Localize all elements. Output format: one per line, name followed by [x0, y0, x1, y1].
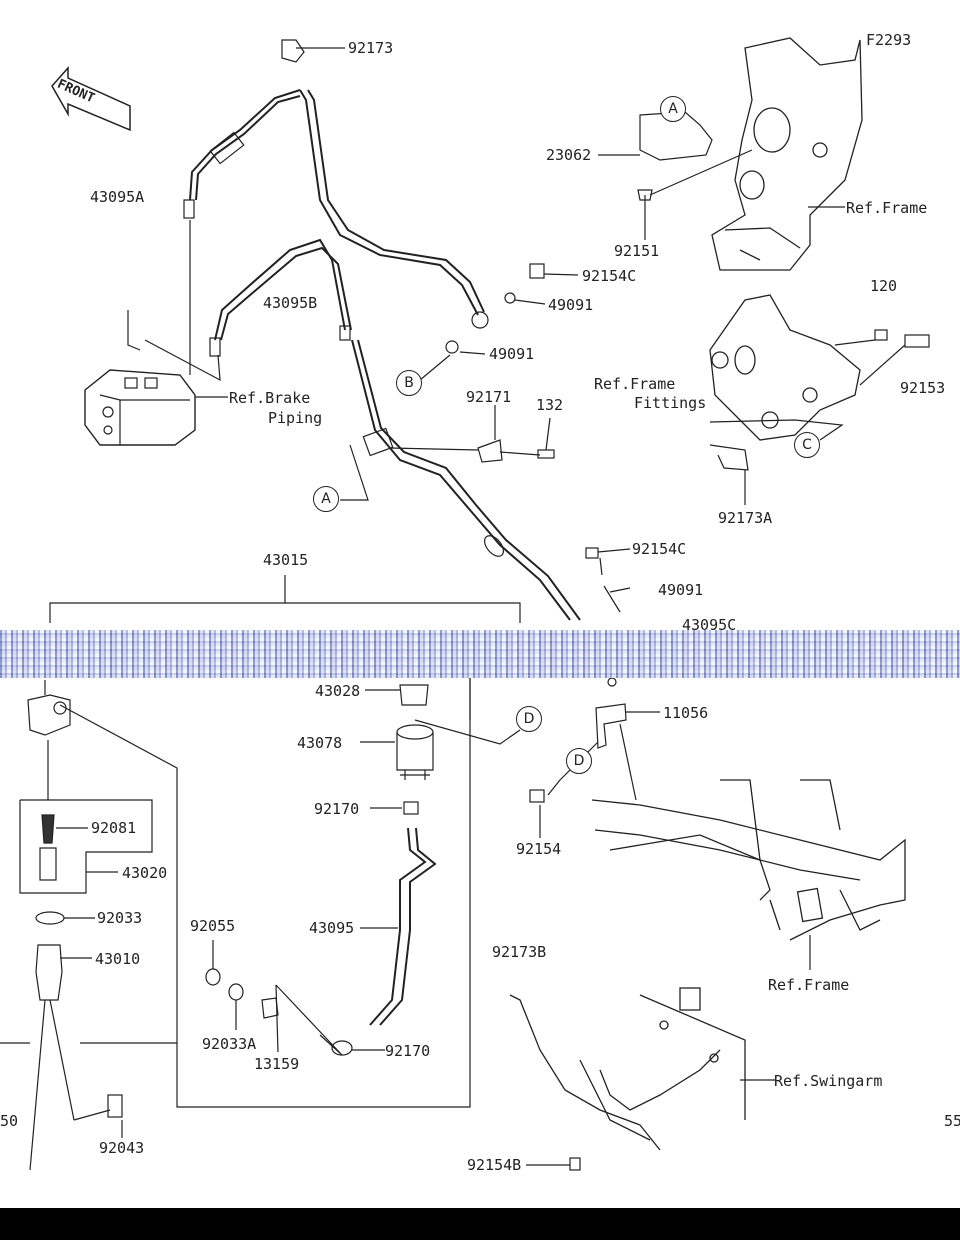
callout-c: C: [794, 432, 820, 458]
callout-d-lower: D: [566, 748, 592, 774]
label-92033a: 92033A: [202, 1035, 257, 1053]
clamp-92173: [281, 39, 305, 63]
label-ref-brake-2: Piping: [268, 409, 323, 427]
label-132: 132: [536, 396, 564, 414]
label-92081: 92081: [91, 819, 137, 837]
frame-upper: [711, 37, 863, 271]
callout-d-top: D: [516, 706, 542, 732]
label-92170-2: 92170: [385, 1042, 431, 1060]
label-92154: 92154: [516, 840, 562, 858]
callout-a-top: A: [660, 96, 686, 122]
footer-bar: [0, 1208, 960, 1240]
label-92173b: 92173B: [492, 943, 547, 961]
label-92153: 92153: [900, 379, 946, 397]
label-ref-brake-1: Ref.Brake: [229, 389, 311, 407]
label-13159: 13159: [254, 1055, 300, 1073]
label-49091-2: 49091: [489, 345, 535, 363]
label-43095a: 43095A: [90, 188, 145, 206]
label-edge-right: 55: [944, 1112, 960, 1130]
label-ref-frame-fittings-2: Fittings: [634, 394, 707, 412]
label-92173: 92173: [348, 39, 394, 57]
frame-lower: [591, 779, 906, 941]
label-92151: 92151: [614, 242, 660, 260]
label-11056: 11056: [663, 704, 709, 722]
label-92033: 92033: [97, 909, 143, 927]
label-120: 120: [870, 277, 898, 295]
label-ref-swingarm: Ref.Swingarm: [774, 1072, 883, 1090]
label-92170-1: 92170: [314, 800, 360, 818]
label-43095c: 43095C: [682, 616, 737, 634]
label-43028: 43028: [315, 682, 361, 700]
label-92055: 92055: [190, 917, 236, 935]
label-92154c-1: 92154C: [582, 267, 637, 285]
swingarm: [509, 987, 746, 1151]
label-49091-3: 49091: [658, 581, 704, 599]
label-92043: 92043: [99, 1139, 145, 1157]
label-92154b: 92154B: [467, 1156, 522, 1174]
label-edge-left: 50: [0, 1112, 19, 1130]
diagram-code: F2293: [866, 31, 912, 49]
reservoir-43078: [396, 724, 434, 780]
front-arrow-icon: [51, 66, 131, 132]
abs-unit: [84, 369, 196, 446]
hose-43095a: [189, 89, 301, 201]
callout-a-left: A: [313, 486, 339, 512]
label-92171: 92171: [466, 388, 512, 406]
label-49091-1: 49091: [548, 296, 594, 314]
label-23062: 23062: [546, 146, 592, 164]
label-43020: 43020: [122, 864, 168, 882]
label-43010: 43010: [95, 950, 141, 968]
label-ref-frame-2: Ref.Frame: [768, 976, 850, 994]
frame-fittings: [709, 294, 861, 441]
label-43095: 43095: [309, 919, 355, 937]
fitting-left: [27, 680, 71, 736]
label-92154c-2: 92154C: [632, 540, 687, 558]
label-43015: 43015: [263, 551, 309, 569]
callout-b: B: [396, 370, 422, 396]
label-43078: 43078: [297, 734, 343, 752]
label-43095b: 43095B: [263, 294, 318, 312]
label-ref-frame-fittings-1: Ref.Frame: [594, 375, 676, 393]
label-92173a: 92173A: [718, 509, 773, 527]
label-ref-frame-1: Ref.Frame: [846, 199, 928, 217]
scan-glitch-band: [0, 630, 960, 678]
